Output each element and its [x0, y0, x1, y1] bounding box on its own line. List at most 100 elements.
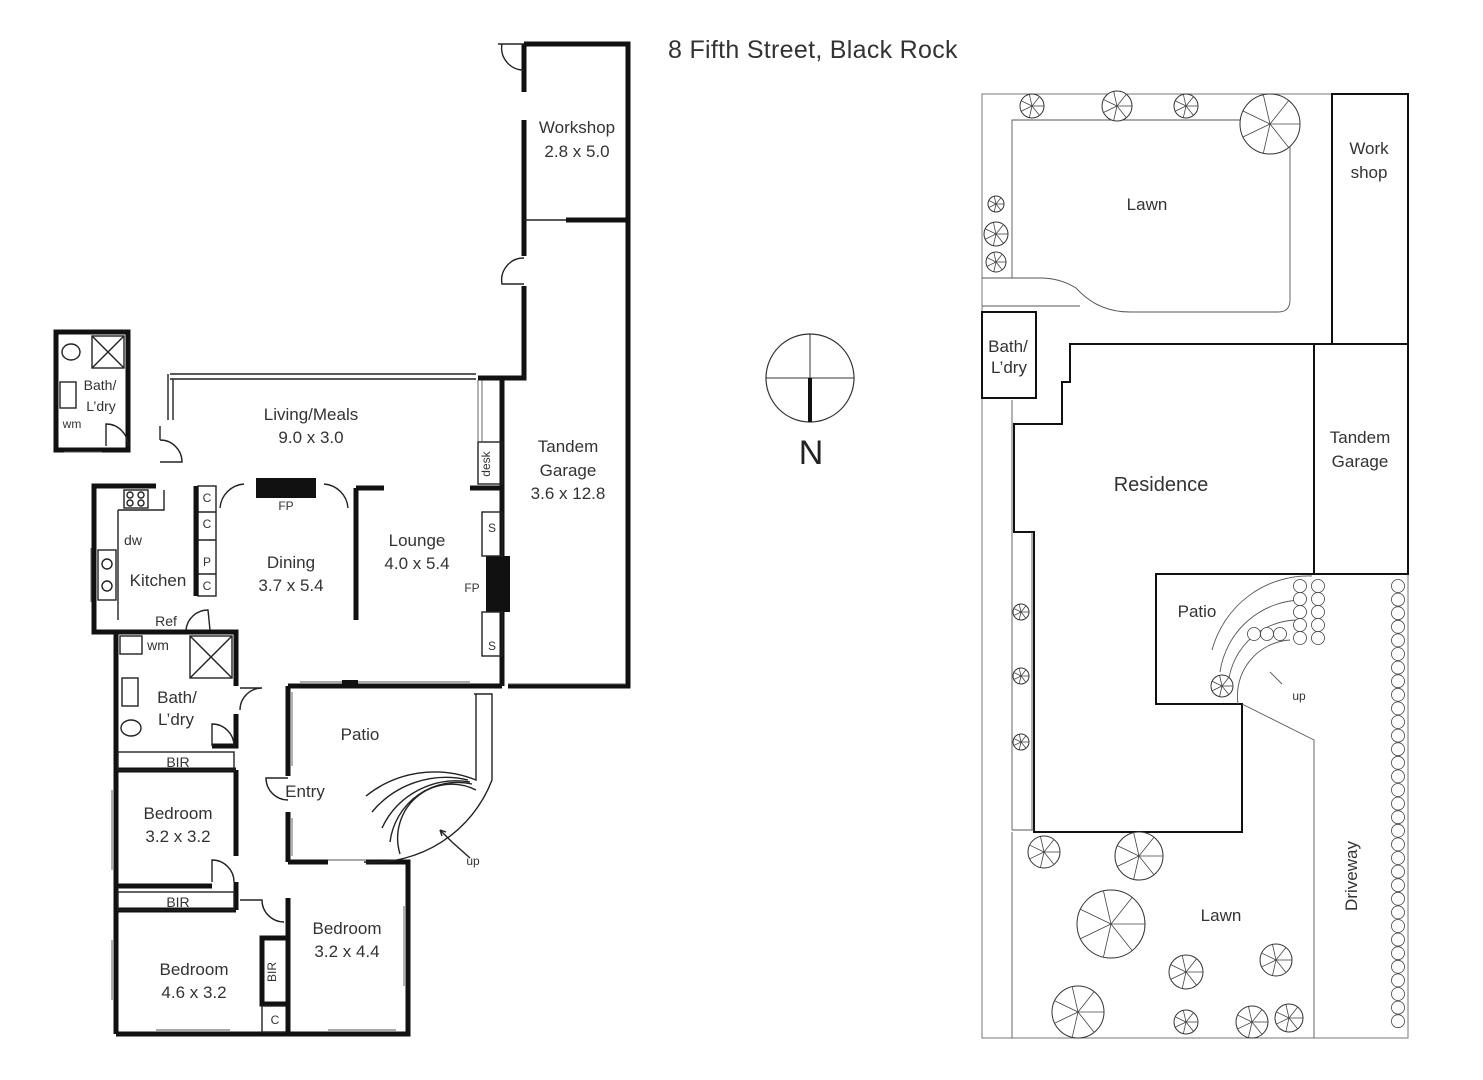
dining-label: Dining	[267, 553, 315, 572]
workshop-garage-walls	[478, 41, 631, 689]
hedge-shrub	[1391, 606, 1405, 621]
garage-label-2: Garage	[540, 461, 597, 480]
bath2-wm-label: wm	[146, 637, 169, 653]
site-garage-label-2: Garage	[1332, 452, 1389, 471]
cooktop	[123, 489, 149, 509]
hedge-shrub	[1391, 864, 1405, 879]
patio-label: Patio	[341, 725, 380, 744]
bath1-label-2: L’dry	[86, 398, 116, 414]
lounge-shelf-top	[481, 511, 503, 557]
patio-shrub	[1293, 618, 1307, 632]
living-dims: 9.0 x 3.0	[278, 428, 343, 447]
tree-symbol	[1168, 954, 1204, 990]
hedge-shrub	[1391, 891, 1405, 906]
tree-symbol	[1076, 889, 1146, 959]
tree-symbol	[983, 221, 1009, 247]
hedge-shrub	[1391, 905, 1405, 920]
hedge-shrub	[1391, 973, 1405, 988]
lounge-dims: 4.0 x 5.4	[384, 554, 449, 573]
pantry-p: P	[203, 555, 211, 569]
hedge-shrub	[1391, 647, 1405, 661]
bath2-door	[211, 723, 235, 747]
site-workshop-label-2: shop	[1351, 163, 1388, 182]
bath2-shower	[189, 635, 233, 679]
garage-dims: 3.6 x 12.8	[531, 484, 606, 503]
kitchen-door	[185, 609, 211, 631]
tree-symbol	[1051, 985, 1105, 1039]
kitchen-walls	[91, 483, 156, 635]
bath2-walls	[113, 629, 239, 1034]
dining-fp-label: FP	[278, 499, 293, 513]
bedroom2-dims: 3.2 x 4.4	[314, 942, 379, 961]
hedge-shrub	[1391, 783, 1405, 797]
tree-symbol	[1012, 733, 1030, 751]
lounge-fp-label: FP	[464, 581, 479, 595]
hedge-shrub	[1391, 592, 1405, 607]
patio-shrub	[1273, 627, 1287, 641]
bath1-door	[105, 423, 129, 447]
patio-shrub	[1311, 592, 1325, 606]
bedroom1-bir	[117, 751, 235, 771]
cupboard-c2: C	[203, 517, 212, 531]
bath1-shower	[91, 335, 125, 369]
hedge-shrub	[1391, 959, 1405, 974]
kitchen-bench	[117, 490, 165, 620]
tree-symbol	[985, 251, 1007, 273]
tree-symbol	[1012, 667, 1030, 685]
bedroom3-bir-label: BIR	[166, 894, 189, 910]
tree-symbol	[1274, 1003, 1304, 1033]
site-patio-steps	[1211, 575, 1313, 705]
hedge-shrub	[1391, 932, 1405, 947]
entry-door	[265, 777, 289, 801]
site-plan: Lawn Work shop Bath/ L’dry Residence Tan…	[981, 90, 1409, 1039]
patio-hedge	[1247, 579, 1325, 645]
kitchen-label: Kitchen	[130, 571, 187, 590]
bedroom1-dims: 3.2 x 3.2	[145, 827, 210, 846]
hedge-shrub	[1391, 851, 1405, 865]
shelf-s-bottom: S	[488, 639, 496, 653]
workshop-label: Workshop	[539, 118, 615, 137]
hedge-shrub	[1391, 1014, 1405, 1029]
lounge-shelf-bottom	[481, 611, 503, 657]
small-bir-label: BIR	[265, 962, 279, 982]
bedroom1-bir-label: BIR	[166, 754, 189, 770]
fridge-label: Ref	[155, 613, 177, 629]
tree-symbol	[1027, 835, 1061, 869]
hedge-shrub	[1391, 810, 1405, 825]
site-bottom-lawn-label: Lawn	[1201, 906, 1242, 925]
tree-symbol	[1173, 93, 1199, 119]
cupboard-c3: C	[203, 579, 212, 593]
patio-shrub	[1260, 627, 1274, 641]
driveway-hedge	[1391, 579, 1405, 1029]
hedge-shrub	[1391, 728, 1405, 743]
tree-symbol	[1239, 93, 1301, 155]
bedroom3-door	[240, 899, 285, 923]
bedroom3-label: Bedroom	[160, 960, 229, 979]
site-bath	[981, 311, 1037, 399]
patio-shrub	[1247, 627, 1261, 641]
hedge-shrub	[1391, 701, 1405, 716]
bath1-wm-label: wm	[62, 417, 82, 431]
hall-door	[239, 687, 263, 711]
floor-plan: desk FP S S FP C C P C	[53, 41, 631, 1037]
hedge-shrub	[1391, 619, 1405, 634]
cupboard-c1: C	[203, 491, 212, 505]
site-garage-label-1: Tandem	[1330, 428, 1390, 447]
tree-symbol	[987, 195, 1005, 213]
dining-arches	[219, 483, 349, 509]
site-bath-label-2: L’dry	[991, 358, 1027, 377]
garage-side-door	[500, 257, 525, 285]
site-driveway-label: Driveway	[1342, 841, 1361, 911]
site-workshop-label-1: Work	[1349, 139, 1389, 158]
dining-dims: 3.7 x 5.4	[258, 576, 323, 595]
site-residence-label: Residence	[1114, 474, 1209, 496]
lounge-label: Lounge	[389, 531, 446, 550]
hedge-shrub	[1391, 919, 1405, 933]
patio-shrub	[1311, 631, 1325, 645]
patio-steps	[363, 693, 493, 863]
patio-shrub	[1311, 605, 1325, 619]
bath1-basin	[59, 381, 77, 409]
hedge-shrub	[1391, 769, 1405, 784]
entry-label: Entry	[285, 782, 325, 801]
bath2-label-2: L’dry	[158, 710, 194, 729]
